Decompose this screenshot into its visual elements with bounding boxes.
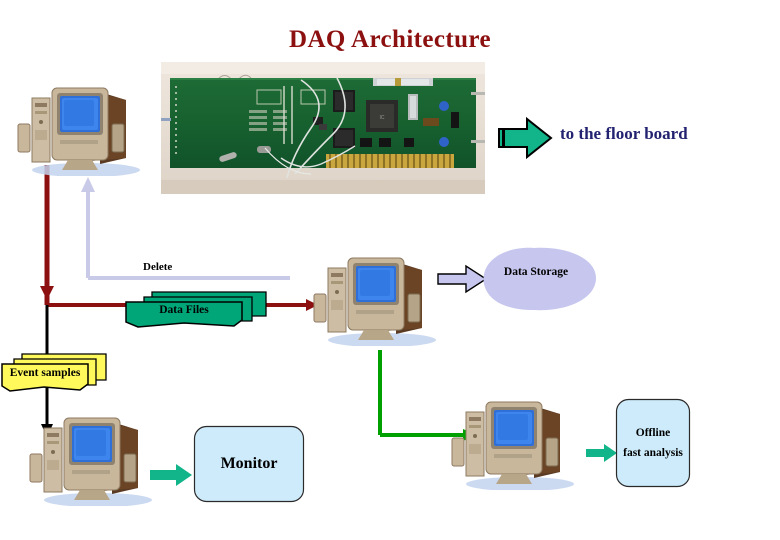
floor-board-label: to the floor board bbox=[560, 124, 688, 143]
pcb-board-photo: IC bbox=[161, 62, 485, 194]
desktop-computer-icon-daq bbox=[14, 78, 140, 176]
data-files-stack bbox=[124, 290, 269, 330]
svg-text:IC: IC bbox=[380, 115, 385, 121]
desktop-computer-icon-server bbox=[310, 248, 436, 346]
monitor-box bbox=[193, 425, 305, 503]
desktop-computer-icon-offline bbox=[448, 392, 574, 490]
block-arrow-right-icon bbox=[497, 116, 553, 160]
arrow-to-offline-icon bbox=[586, 443, 618, 463]
data-storage-cloud bbox=[436, 244, 608, 316]
desktop-computer-icon-monitor bbox=[26, 408, 152, 506]
offline-box bbox=[615, 398, 691, 488]
delete-label: Delete bbox=[143, 261, 173, 273]
arrow-to-monitor-icon bbox=[150, 462, 194, 488]
event-samples-stack bbox=[0, 352, 110, 396]
page-title: DAQ Architecture bbox=[289, 26, 491, 53]
